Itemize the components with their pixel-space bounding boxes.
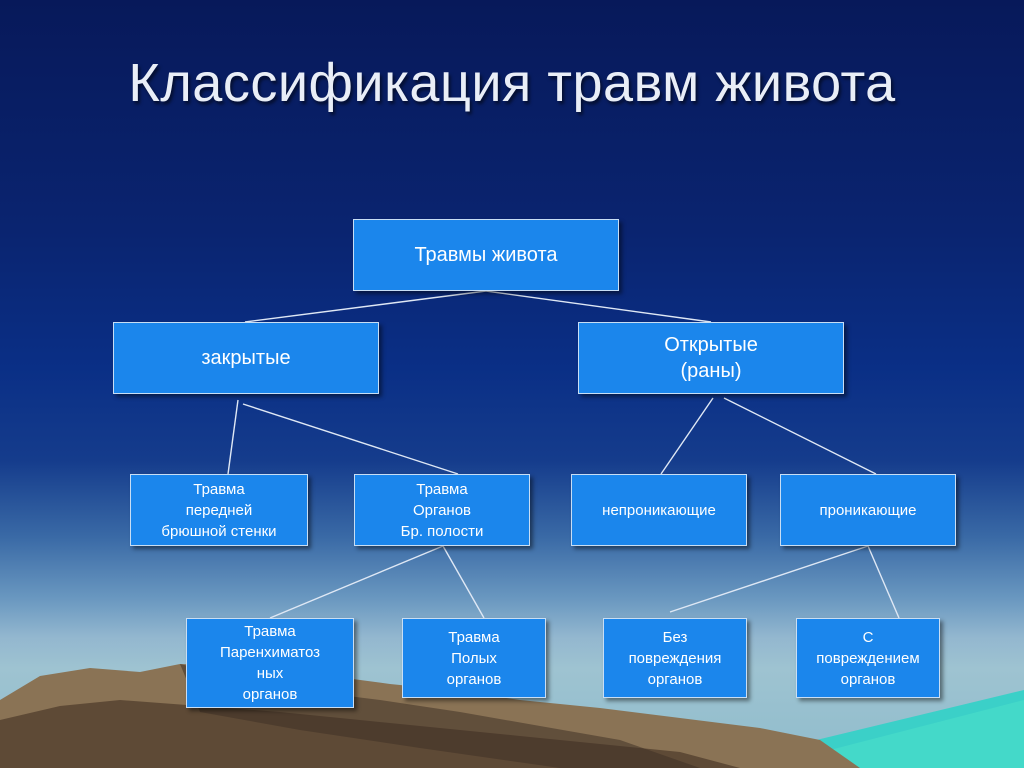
node-label-line: передней bbox=[185, 501, 253, 519]
node-anterior-wall-trauma: Травма передней брюшной стенки bbox=[130, 474, 308, 546]
node-no-organ-damage: Без повреждения органов bbox=[603, 618, 747, 698]
node-label-line: С bbox=[862, 628, 874, 646]
node-label-line: ных bbox=[256, 665, 284, 682]
node-label-line: Без bbox=[662, 628, 688, 646]
node-open-wounds: Открытые (раны) bbox=[578, 322, 844, 394]
node-label-line: проникающие bbox=[819, 501, 917, 519]
edge-root-open bbox=[485, 290, 712, 323]
node-label-line: Травмы живота bbox=[414, 244, 558, 266]
node-label-line: непроникающие bbox=[602, 501, 716, 519]
edge-cavity_organs-hollow bbox=[442, 545, 485, 619]
node-label: закрытые bbox=[201, 345, 290, 371]
node-label-line: повреждения bbox=[628, 649, 722, 667]
node-label-line: Травма bbox=[244, 623, 296, 640]
node-label-line: закрытые bbox=[201, 347, 291, 369]
node-label-line: Травма bbox=[416, 480, 468, 498]
node-label-line: Паренхиматоз bbox=[219, 644, 321, 661]
node-label: Открытые (раны) bbox=[664, 332, 758, 384]
slide-title: Классификация травм живота bbox=[128, 53, 896, 113]
node-abdominal-trauma: Травмы живота bbox=[353, 219, 619, 291]
node-label: Травма передней брюшной стенки bbox=[161, 479, 276, 542]
node-label-line: органов bbox=[840, 670, 896, 688]
node-label-line: Бр. полости bbox=[400, 522, 484, 540]
edge-closed-cavity_organs bbox=[242, 403, 459, 475]
node-label-line: брюшной стенки bbox=[161, 522, 277, 540]
edge-open-penetrating bbox=[723, 397, 877, 475]
node-label-line: (раны) bbox=[680, 360, 742, 382]
edge-penetrating-no_damage bbox=[669, 545, 869, 613]
edge-root-closed bbox=[244, 290, 487, 323]
node-closed: закрытые bbox=[113, 322, 379, 394]
edge-penetrating-with_damage bbox=[867, 545, 900, 619]
mountain-shade bbox=[180, 664, 700, 768]
node-penetrating: проникающие bbox=[780, 474, 956, 546]
node-label-line: Полых bbox=[451, 649, 497, 667]
node-label-line: органов bbox=[446, 670, 502, 688]
node-label-line: Органов bbox=[412, 501, 472, 519]
node-label: Без повреждения органов bbox=[629, 627, 722, 690]
node-label-line: Открытые bbox=[664, 334, 758, 356]
edge-open-non_penetrating bbox=[660, 397, 714, 475]
connector-lines bbox=[227, 290, 900, 619]
node-label: Травмы живота bbox=[414, 242, 557, 268]
node-label-line: органов bbox=[647, 670, 703, 688]
edge-cavity_organs-parenchymal bbox=[269, 545, 444, 619]
edge-closed-anterior_wall bbox=[227, 399, 239, 475]
node-label-line: Травма bbox=[193, 480, 245, 498]
node-label: проникающие bbox=[819, 500, 916, 521]
node-label: непроникающие bbox=[602, 500, 716, 521]
node-label-line: органов bbox=[242, 686, 298, 703]
node-non-penetrating: непроникающие bbox=[571, 474, 747, 546]
node-label-line: повреждением bbox=[816, 649, 920, 667]
node-label-line: Травма bbox=[448, 628, 500, 646]
